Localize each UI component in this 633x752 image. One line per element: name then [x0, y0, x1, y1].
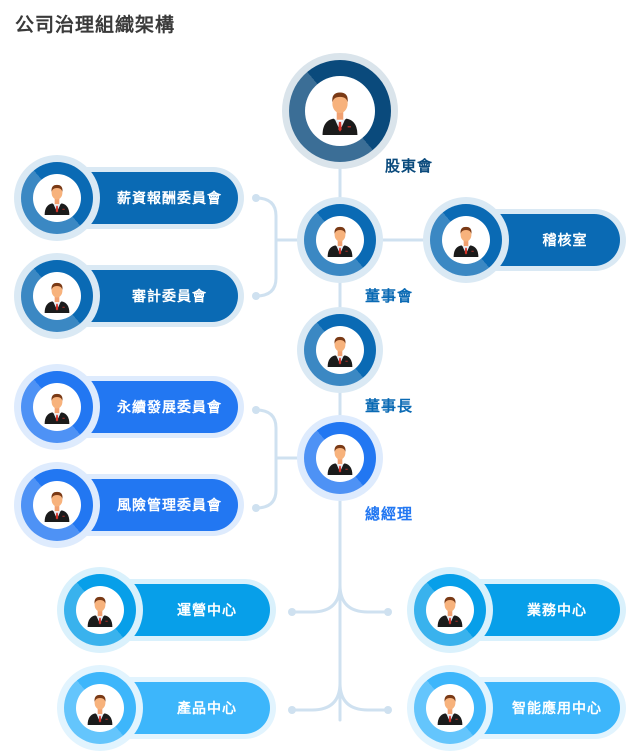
avatar-icon [76, 586, 124, 634]
chairman-label: 董事長 [365, 397, 414, 415]
risk-committee-label: 風險管理委員會 [117, 498, 222, 514]
avatar-icon [426, 586, 474, 634]
product-center-label: 產品中心 [177, 701, 237, 717]
sustainability-committee-label: 永續發展委員會 [117, 400, 222, 416]
avatar-icon [316, 326, 364, 374]
avatar-icon [305, 76, 375, 146]
avatar-icon [33, 174, 81, 222]
avatar-icon [442, 216, 490, 264]
board-label: 董事會 [365, 287, 414, 305]
avatar-icon [316, 434, 364, 482]
page-title: 公司治理組織架構 [15, 14, 176, 36]
audit-committee-label: 審計委員會 [132, 289, 207, 305]
compensation-committee-label: 薪資報酬委員會 [117, 191, 222, 207]
operations-center-label: 運營中心 [177, 603, 237, 619]
general-manager-label: 總經理 [365, 505, 414, 523]
avatar-icon [33, 383, 81, 431]
internal-audit-label: 稽核室 [542, 233, 588, 249]
avatar-icon [426, 684, 474, 732]
business-center-label: 業務中心 [527, 603, 587, 619]
avatar-icon [33, 481, 81, 529]
smart-app-center-label: 智能應用中心 [512, 701, 602, 717]
avatar-icon [33, 272, 81, 320]
shareholders-label: 股東會 [385, 157, 434, 175]
avatar-icon [76, 684, 124, 732]
avatar-icon [316, 216, 364, 264]
